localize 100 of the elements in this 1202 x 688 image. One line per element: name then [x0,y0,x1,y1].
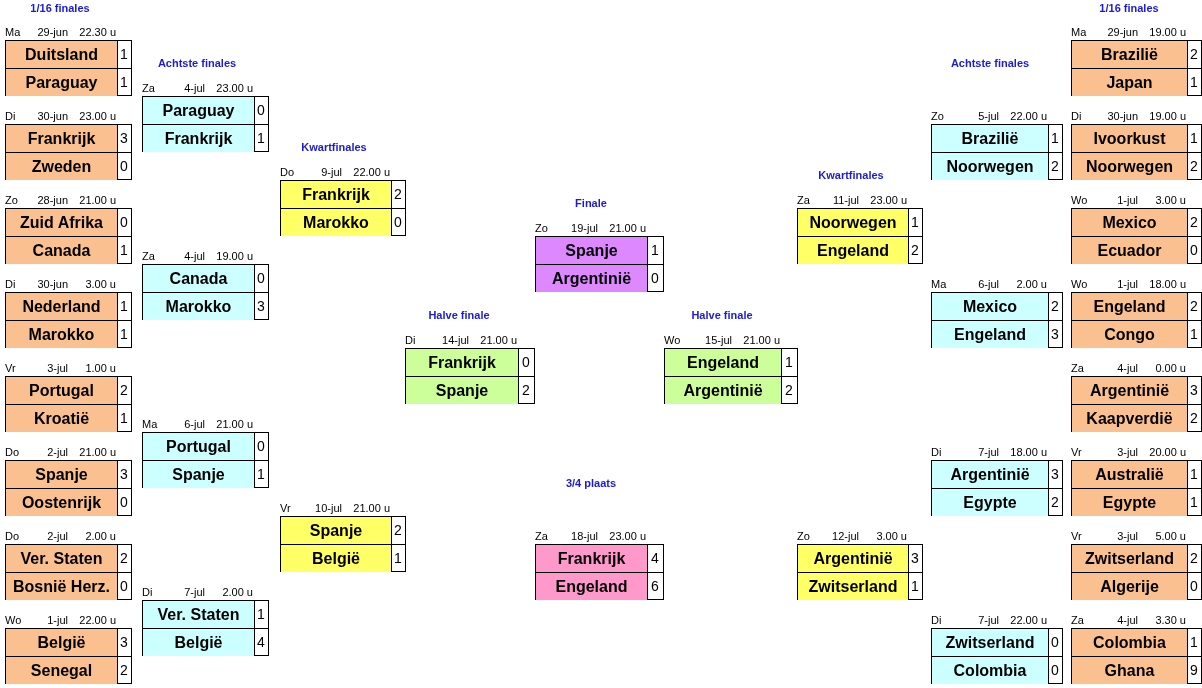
team-name: Bosnië Herz. [6,573,118,600]
team-name: Japan [1072,69,1188,96]
time-label: 20.00 u [1149,445,1186,459]
team-name: Mexico [932,293,1049,320]
weekday-label: Vr [1071,529,1082,543]
score-value: 2 [1189,297,1199,316]
weekday-label: Zo [797,529,810,543]
team-name: Australië [1072,461,1188,488]
time-label: 21.00 u [79,193,116,207]
weekday-label: Do [280,165,295,179]
weekday-label: Di [5,277,16,291]
team-name: Argentinië [1072,377,1188,404]
score-value: 1 [1189,73,1199,92]
score-value: 0 [256,437,266,456]
date-label: 30-jun [1107,109,1138,123]
time-label: 19.00 u [1149,109,1186,123]
time-label: 21.00 u [743,333,780,347]
team-name: Ghana [1072,657,1188,684]
weekday-label: Do [5,529,20,543]
time-label: 21.00 u [609,221,646,235]
score-value: 2 [393,521,403,540]
team-name: Portugal [143,433,255,460]
date-label: 9-jul [321,165,342,179]
team-name: Brazilië [932,125,1049,152]
score-value: 2 [393,185,403,204]
date-label: 2-jul [47,529,68,543]
date-label: 4-jul [184,81,205,95]
score-value: 1 [256,129,266,148]
score-value: 2 [119,381,129,400]
team-name: Paraguay [143,97,255,124]
date-label: 15-jul [705,333,732,347]
team-name: Argentinië [798,545,909,572]
team-name: België [281,545,392,572]
team-name: Portugal [6,377,118,404]
weekday-label: Wo [664,333,681,347]
weekday-label: Wo [5,613,22,627]
team-name: Spanje [281,517,392,544]
team-name: Kroatië [6,405,118,432]
score-value: 2 [1189,409,1199,428]
round-title: Halve finale [428,309,490,321]
time-label: 23.00 u [609,529,646,543]
time-label: 22.00 u [1010,109,1047,123]
score-value: 3 [119,129,129,148]
weekday-label: Wo [1071,277,1088,291]
team-name: Zwitserland [798,573,909,600]
score-value: 0 [521,353,531,372]
score-value: 0 [1050,633,1060,652]
team-name: Kaapverdië [1072,405,1188,432]
time-label: 19.00 u [1149,25,1186,39]
time-label: 2.00 u [1016,277,1047,291]
weekday-label: Zo [931,109,944,123]
score-value: 2 [910,241,920,260]
team-name: Canada [6,237,118,264]
score-value: 0 [119,157,129,176]
score-value: 0 [1189,241,1199,260]
score-value: 1 [910,577,920,596]
round-title: Kwartfinales [818,169,884,181]
team-name: Argentinië [665,377,782,404]
score-value: 1 [119,45,129,64]
score-value: 2 [1189,213,1199,232]
score-value: 0 [119,577,129,596]
date-label: 29-jun [37,25,68,39]
team-name: Zweden [6,153,118,180]
team-name: Frankrijk [143,125,255,152]
team-name: Spanje [536,237,648,264]
team-name: Frankrijk [281,181,392,208]
weekday-label: Ma [142,417,158,431]
time-label: 21.00 u [480,333,517,347]
date-label: 4-jul [1117,613,1138,627]
weekday-label: Za [142,81,155,95]
weekday-label: Za [1071,361,1084,375]
team-name: Oostenrijk [6,489,118,516]
team-name: Engeland [932,321,1049,348]
team-name: Spanje [6,461,118,488]
team-name: Argentinië [536,265,648,292]
date-label: 4-jul [184,249,205,263]
team-name: Spanje [143,461,255,488]
time-label: 22.00 u [1010,613,1047,627]
time-label: 21.00 u [353,501,390,515]
score-value: 1 [784,353,794,372]
score-value: 2 [521,381,531,400]
round-title: Kwartfinales [301,141,367,153]
weekday-label: Di [931,613,942,627]
date-label: 7-jul [978,445,999,459]
date-label: 6-jul [184,417,205,431]
time-label: 3.00 u [85,277,116,291]
time-label: 2.00 u [85,529,116,543]
team-name: Mexico [1072,209,1188,236]
weekday-label: Di [5,109,16,123]
weekday-label: Ma [1071,25,1087,39]
team-name: Engeland [665,349,782,376]
round-title: 1/16 finales [30,2,90,14]
time-label: 18.00 u [1149,277,1186,291]
time-label: 23.00 u [216,81,253,95]
team-name: Engeland [1072,293,1188,320]
weekday-label: Zo [535,221,548,235]
date-label: 29-jun [1107,25,1138,39]
time-label: 19.00 u [216,249,253,263]
score-value: 3 [256,297,266,316]
score-value: 0 [1189,577,1199,596]
